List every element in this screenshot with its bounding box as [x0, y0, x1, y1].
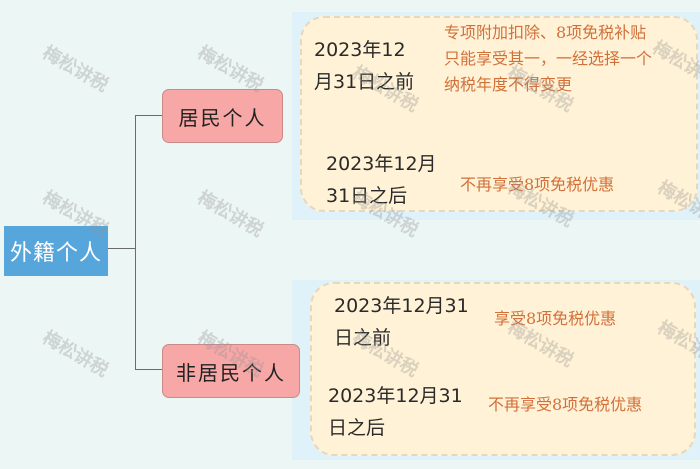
root-node-label: 外籍个人 [9, 241, 102, 266]
date-line: 2023年12 [314, 39, 406, 61]
date-line: 日之前 [334, 327, 392, 349]
nonresident-after-note: 不再享受8项免税优惠 [488, 392, 642, 418]
date-line: 31日之后 [326, 185, 408, 207]
date-line: 月31日之前 [314, 71, 415, 93]
connector-root-stem [108, 248, 135, 249]
branch-node-label: 非居民个人 [176, 360, 286, 385]
branch-node-label: 居民个人 [178, 105, 267, 130]
date-line: 2023年12月31 [334, 295, 469, 317]
watermark: 梅松讲税 [193, 187, 267, 242]
note-line: 专项附加扣除、8项免税补贴 [444, 23, 647, 42]
note-line: 纳税年度不得变更 [444, 75, 573, 94]
connector-vertical [135, 115, 136, 369]
watermark: 梅松讲税 [38, 42, 112, 97]
resident-before-date: 2023年12 月31日之前 [314, 34, 414, 98]
nonresident-details-card: 2023年12月31 日之前 享受8项免税优惠 2023年12月31 日之后 不… [310, 282, 696, 456]
branch-node-nonresident[interactable]: 非居民个人 [162, 344, 300, 398]
resident-after-date: 2023年12月 31日之后 [326, 148, 437, 212]
resident-after-note: 不再享受8项免税优惠 [460, 172, 614, 198]
note-line: 享受8项免税优惠 [494, 309, 617, 328]
date-line: 2023年12月 [326, 153, 437, 175]
resident-details-card: 2023年12 月31日之前 专项附加扣除、8项免税补贴 只能享受其一，一经选择… [300, 16, 698, 212]
resident-before-note: 专项附加扣除、8项免税补贴 只能享受其一，一经选择一个 纳税年度不得变更 [444, 20, 652, 98]
root-node-foreign-individual[interactable]: 外籍个人 [4, 226, 108, 276]
branch-node-resident[interactable]: 居民个人 [162, 89, 283, 143]
nonresident-before-date: 2023年12月31 日之前 [334, 290, 469, 354]
note-line: 不再享受8项免税优惠 [460, 175, 615, 194]
note-line: 只能享受其一，一经选择一个 [444, 49, 653, 68]
nonresident-after-date: 2023年12月31 日之后 [328, 380, 463, 444]
date-line: 2023年12月31 [328, 385, 463, 407]
watermark: 梅松讲税 [38, 327, 112, 382]
connector-nonresident [135, 369, 163, 370]
nonresident-before-note: 享受8项免税优惠 [494, 306, 616, 332]
date-line: 日之后 [328, 417, 386, 439]
note-line: 不再享受8项免税优惠 [488, 395, 643, 414]
connector-resident [135, 115, 163, 116]
